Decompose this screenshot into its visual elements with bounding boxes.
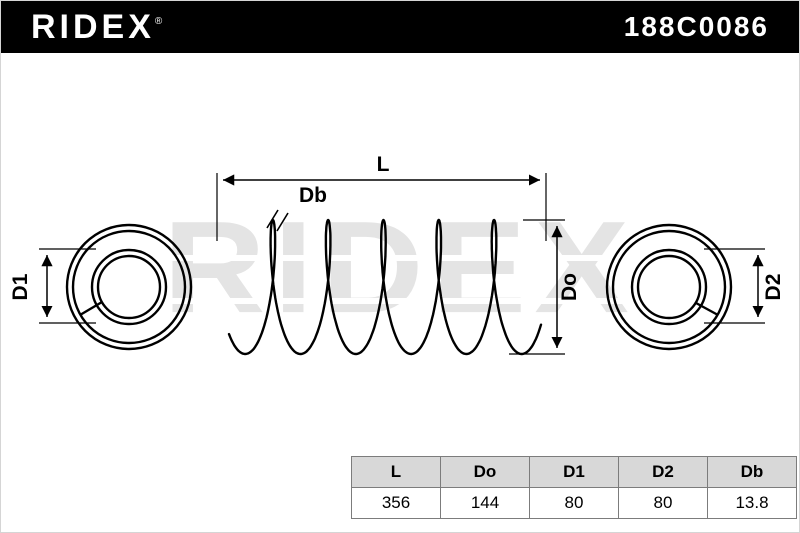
wire-tick	[276, 212, 289, 232]
spec-value-L: 356	[351, 487, 441, 519]
brand-text: RIDEX	[31, 8, 155, 46]
dimension-length: L	[216, 153, 547, 241]
dimension-outer-diameter: Do	[509, 219, 581, 355]
spec-value-Db: 13.8	[707, 487, 797, 519]
watermark-slit	[93, 298, 707, 304]
wire-end-left	[79, 300, 103, 317]
wire-tick	[266, 209, 279, 229]
spec-table: L Do D1 D2 Db 356 144 80 80 13.8	[351, 456, 797, 519]
spec-header-D1: D1	[529, 456, 619, 488]
dimension-wire-diameter: Db	[266, 184, 327, 232]
watermark-slit	[93, 255, 707, 261]
spring-end-view-left	[65, 223, 193, 351]
wire-end-right	[695, 301, 719, 317]
spring-end-view-right	[605, 223, 733, 351]
spec-header-Do: Do	[440, 456, 530, 488]
registered-trademark-icon: ®	[154, 16, 163, 27]
dimension-label-L: L	[377, 153, 390, 176]
dimension-label-Db: Db	[299, 184, 327, 207]
header-bar: RIDEX® 188C0086	[1, 1, 799, 53]
part-number: 188C0086	[623, 11, 769, 42]
spec-value-D2: 80	[618, 487, 708, 519]
spec-value-Do: 144	[440, 487, 530, 519]
spec-header-D2: D2	[618, 456, 708, 488]
spec-header-Db: Db	[707, 456, 797, 488]
dimension-inner-left: D1	[9, 248, 96, 324]
dimension-label-Do: Do	[558, 273, 581, 301]
dimension-label-D2: D2	[762, 274, 785, 301]
brand-logo: RIDEX®	[31, 10, 162, 44]
spec-table-header-row: L Do D1 D2 Db	[351, 456, 797, 488]
dimension-label-D1: D1	[9, 273, 32, 300]
spec-table-value-row: 356 144 80 80 13.8	[351, 487, 797, 519]
dimension-inner-right: D2	[704, 248, 785, 324]
watermark-logo: RIDEX	[163, 194, 637, 341]
spec-value-D1: 80	[529, 487, 619, 519]
spring-side-view	[227, 218, 543, 356]
spec-header-L: L	[351, 456, 441, 488]
